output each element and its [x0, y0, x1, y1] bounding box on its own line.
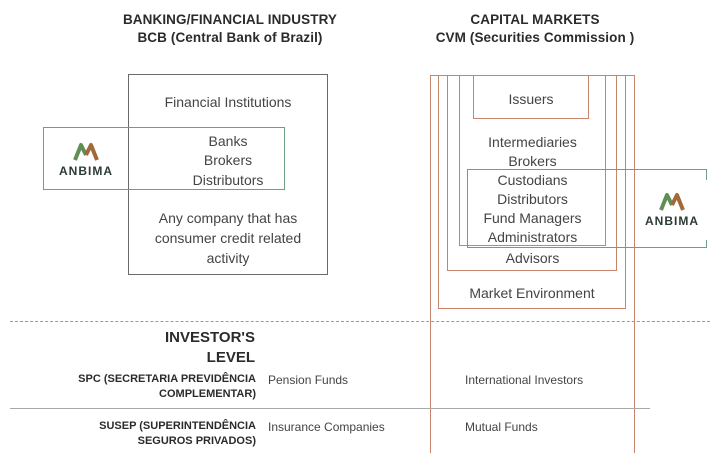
- anbima-banking-box: [43, 127, 285, 190]
- consumer-credit-label: Any company that has consumer credit rel…: [154, 210, 302, 266]
- spc-line1: SPC (SECRETARIA PREVIDÊNCIA: [78, 373, 256, 385]
- capital-header-subtitle: CVM (Securities Commission ): [435, 30, 635, 45]
- financial-institutions-label: Financial Institutions: [164, 94, 292, 110]
- capital-distributors-label: Distributors: [497, 191, 568, 207]
- intermediaries-box: [459, 75, 606, 246]
- issuers-label: Issuers: [508, 91, 554, 107]
- mutual-funds-label: Mutual Funds: [465, 420, 538, 434]
- issuers-box: [473, 75, 589, 119]
- advisors-box: [447, 75, 617, 271]
- susep-line1: SUSEP (SUPERINTENDÊNCIA: [99, 420, 256, 432]
- anbima-logo-right: ANBIMA: [636, 180, 708, 240]
- capital-brokers-label: Brokers: [508, 153, 557, 169]
- banking-header-title: BANKING/FINANCIAL INDUSTRY: [122, 12, 338, 27]
- dashed-separator: [10, 321, 710, 322]
- investors-level-line1: INVESTOR'S: [165, 329, 255, 346]
- investors-level-title: INVESTOR'S LEVEL: [150, 328, 255, 368]
- capital-header-title: CAPITAL MARKETS: [470, 12, 600, 27]
- capital-outer-line: [430, 75, 635, 453]
- market-environment-box: [438, 75, 626, 309]
- brokers-label: Brokers: [203, 152, 253, 168]
- pension-funds-label: Pension Funds: [268, 373, 349, 387]
- banks-label: Banks: [208, 133, 248, 149]
- intermediaries-label: Intermediaries: [488, 134, 577, 150]
- spc-label: SPC (SECRETARIA PREVIDÊNCIA COMPLEMENTAR…: [20, 372, 256, 402]
- anbima-logo-mark-icon: [659, 193, 685, 211]
- custodians-label: Custodians: [497, 172, 568, 188]
- solid-separator: [10, 408, 650, 409]
- anbima-logo-text: ANBIMA: [59, 164, 113, 178]
- distributors-label: Distributors: [192, 172, 264, 188]
- capital-header: CAPITAL MARKETS CVM (Securities Commissi…: [395, 11, 675, 47]
- investors-level-line2: LEVEL: [206, 349, 255, 366]
- advisors-label: Advisors: [505, 250, 560, 266]
- insurance-companies-label: Insurance Companies: [268, 420, 385, 434]
- spc-line2: COMPLEMENTAR): [159, 388, 256, 400]
- banking-header-subtitle: BCB (Central Bank of Brazil): [137, 30, 323, 45]
- anbima-logo-text: ANBIMA: [645, 214, 699, 228]
- susep-label: SUSEP (SUPERINTENDÊNCIA SEGUROS PRIVADOS…: [20, 419, 256, 449]
- market-environment-label: Market Environment: [469, 285, 595, 301]
- anbima-logo-mark-icon: [73, 143, 99, 161]
- banking-industry-box: [128, 74, 328, 275]
- banking-header: BANKING/FINANCIAL INDUSTRY BCB (Central …: [85, 11, 375, 47]
- administrators-label: Administrators: [487, 229, 578, 245]
- susep-line2: SEGUROS PRIVADOS): [137, 435, 256, 447]
- anbima-logo-left: ANBIMA: [45, 128, 127, 188]
- fund-managers-label: Fund Managers: [483, 210, 582, 226]
- international-investors-label: International Investors: [465, 373, 584, 387]
